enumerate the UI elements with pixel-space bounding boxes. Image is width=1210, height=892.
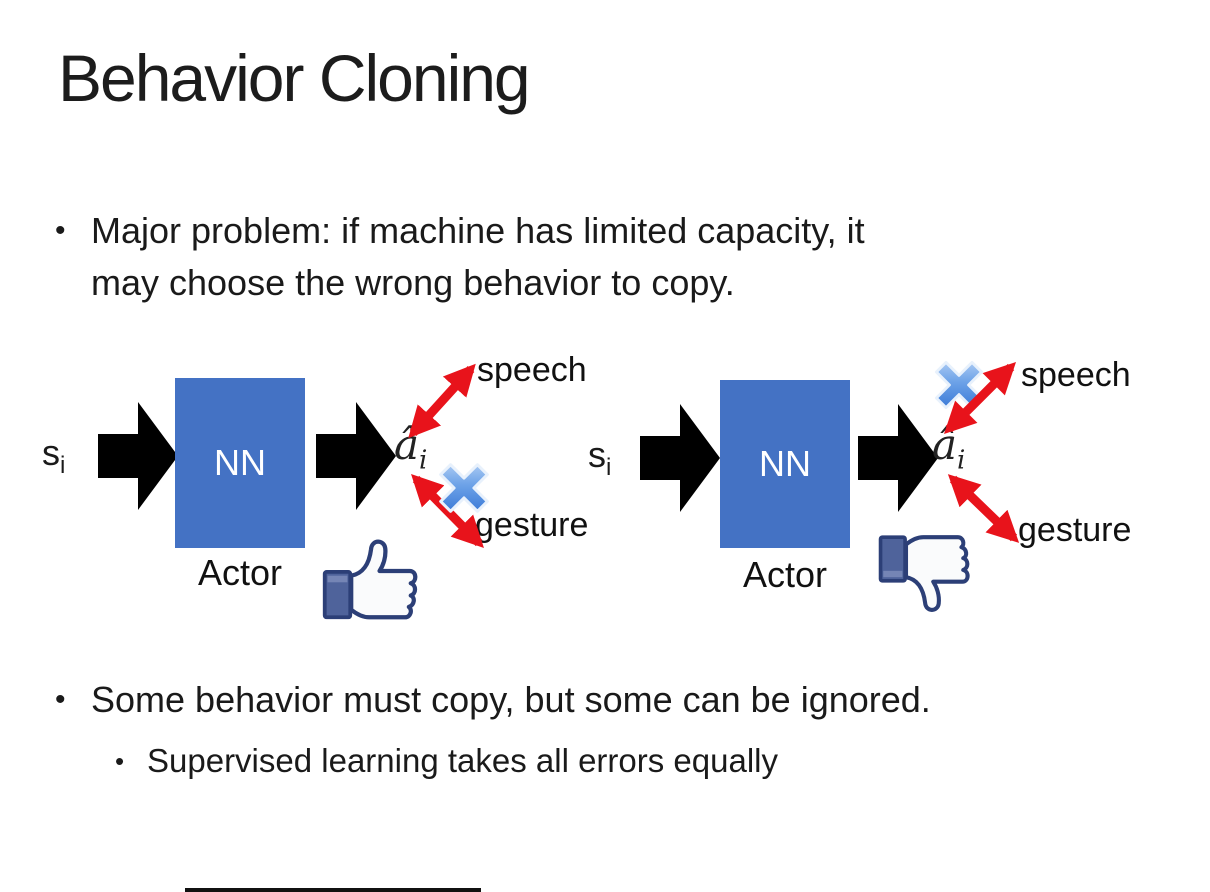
left-gesture-label: gesture [475,506,589,544]
bullet-line-2: may choose the wrong behavior to copy. [91,262,735,303]
thumbs-up-icon [322,539,418,620]
right-gesture-label: gesture [1018,511,1132,549]
bullet-line-1: Major problem: if machine has limited ca… [91,210,865,251]
right-actor-label: Actor [742,554,828,595]
bullet-some-behavior-text: Some behavior must copy, but some can be… [91,679,931,720]
left-speech-double-arrow-icon [408,363,476,439]
right-speech-label: speech [1021,356,1131,394]
bullet-dot: • [115,746,125,776]
left-input-state-label: si [42,432,66,480]
left-gesture-double-arrow-icon [411,473,484,549]
right-speech-double-arrow-icon [943,361,1017,435]
thumbs-down-icon [878,535,970,612]
bullet-supervised-text: Supervised learning takes all errors equ… [147,742,778,779]
right-gesture-double-arrow-icon [947,474,1020,543]
right-nn-label: NN [759,443,811,484]
right-nn-box: NN [720,380,850,548]
bottom-crop-line [185,888,481,892]
right-block-arrow-out-icon [858,404,938,512]
right-input-state-label: si [588,434,612,482]
right-block-arrow-in-icon [640,404,720,512]
left-nn-label: NN [214,442,266,483]
bullet-major-problem: • Major problem: if machine has limited … [55,205,1085,309]
bullet-major-problem-text: Major problem: if machine has limited ca… [91,205,865,309]
left-speech-label: speech [477,351,587,389]
left-block-arrow-out-icon [316,402,396,510]
page-title: Behavior Cloning [58,41,531,115]
bullet-some-behavior: • Some behavior must copy, but some can … [55,674,1135,726]
bullet-dot: • [55,683,66,716]
left-block-arrow-in-icon [98,402,178,510]
left-nn-box: NN [175,378,305,548]
left-cross-out-icon [439,463,489,513]
bullet-supervised: • Supervised learning takes all errors e… [115,738,1115,784]
left-actor-label: Actor [197,552,283,593]
bullet-dot: • [55,214,66,247]
